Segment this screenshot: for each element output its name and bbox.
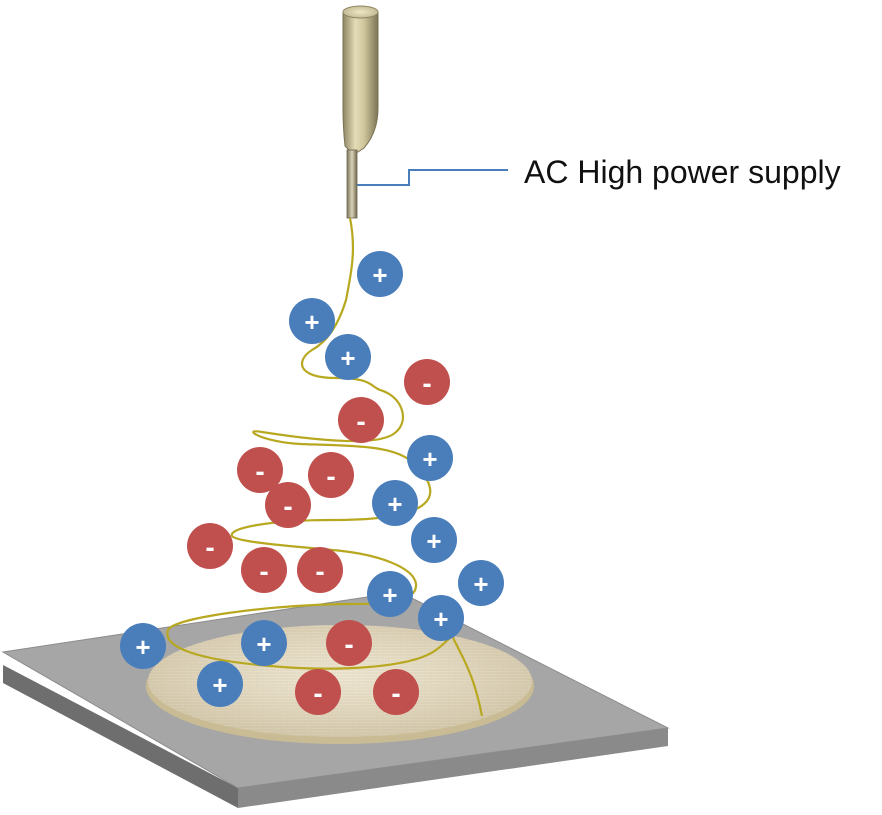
negative-ion: - bbox=[338, 397, 384, 443]
minus-sign: - bbox=[313, 678, 322, 709]
minus-sign: - bbox=[422, 368, 431, 399]
positive-ion-circle bbox=[372, 480, 418, 526]
minus-sign: - bbox=[259, 556, 268, 587]
negative-ion-circle bbox=[241, 547, 287, 593]
positive-ion-circle bbox=[120, 623, 166, 669]
positive-ion-circle bbox=[418, 595, 464, 641]
positive-ion-circle bbox=[325, 334, 371, 380]
plus-sign: + bbox=[387, 489, 402, 519]
negative-ion: - bbox=[404, 359, 450, 405]
negative-ion: - bbox=[265, 482, 311, 528]
ion-cloud: +++--+---+-+--+++++-+-- bbox=[120, 251, 504, 715]
positive-ion-circle bbox=[367, 571, 413, 617]
plus-sign: + bbox=[426, 526, 441, 556]
negative-ion-circle bbox=[237, 447, 283, 493]
minus-sign: - bbox=[255, 456, 264, 487]
negative-ion-circle bbox=[373, 669, 419, 715]
negative-ion-circle bbox=[297, 547, 343, 593]
plate-front-side bbox=[3, 665, 238, 808]
negative-ion: - bbox=[241, 547, 287, 593]
plus-sign: + bbox=[256, 629, 271, 659]
positive-ion-circle bbox=[411, 517, 457, 563]
negative-ion: - bbox=[187, 523, 233, 569]
minus-sign: - bbox=[356, 406, 365, 437]
needle-cap bbox=[342, 5, 379, 19]
spinneret-needle bbox=[342, 5, 379, 219]
positive-ion-circle bbox=[458, 560, 504, 606]
negative-ion: - bbox=[237, 447, 283, 493]
positive-ion: + bbox=[411, 517, 457, 563]
negative-ion: - bbox=[297, 547, 343, 593]
minus-sign: - bbox=[344, 629, 353, 660]
negative-ion: - bbox=[295, 669, 341, 715]
positive-ion-circle bbox=[289, 298, 335, 344]
plus-sign: + bbox=[433, 604, 448, 634]
plus-sign: + bbox=[340, 343, 355, 373]
minus-sign: - bbox=[205, 532, 214, 563]
positive-ion: + bbox=[241, 620, 287, 666]
plus-sign: + bbox=[135, 632, 150, 662]
negative-ion: - bbox=[308, 452, 354, 498]
positive-ion-circle bbox=[197, 661, 243, 707]
needle-tip bbox=[346, 149, 358, 219]
negative-ion: - bbox=[373, 669, 419, 715]
positive-ion-circle bbox=[241, 620, 287, 666]
positive-ion: + bbox=[120, 623, 166, 669]
positive-ion-circle bbox=[407, 435, 453, 481]
negative-ion-circle bbox=[326, 620, 372, 666]
positive-ion: + bbox=[458, 560, 504, 606]
plus-sign: + bbox=[212, 670, 227, 700]
positive-ion: + bbox=[418, 595, 464, 641]
plus-sign: + bbox=[473, 569, 488, 599]
power-supply-label: AC High power supply bbox=[524, 154, 841, 190]
negative-ion-circle bbox=[308, 452, 354, 498]
plus-sign: + bbox=[372, 260, 387, 290]
positive-ion: + bbox=[289, 298, 335, 344]
negative-ion-circle bbox=[338, 397, 384, 443]
negative-ion: - bbox=[326, 620, 372, 666]
positive-ion: + bbox=[325, 334, 371, 380]
minus-sign: - bbox=[391, 678, 400, 709]
positive-ion-circle bbox=[357, 251, 403, 297]
fiber-jet bbox=[166, 217, 484, 717]
positive-ion: + bbox=[367, 571, 413, 617]
negative-ion-circle bbox=[404, 359, 450, 405]
power-wire bbox=[357, 169, 508, 186]
positive-ion: + bbox=[197, 661, 243, 707]
positive-ion: + bbox=[407, 435, 453, 481]
plate-right-side bbox=[238, 728, 668, 808]
negative-ion-circle bbox=[295, 669, 341, 715]
minus-sign: - bbox=[326, 461, 335, 492]
plus-sign: + bbox=[382, 580, 397, 610]
negative-ion-circle bbox=[265, 482, 311, 528]
positive-ion: + bbox=[372, 480, 418, 526]
plus-sign: + bbox=[422, 444, 437, 474]
needle-body bbox=[342, 11, 379, 153]
minus-sign: - bbox=[315, 556, 324, 587]
plus-sign: + bbox=[304, 307, 319, 337]
negative-ion-circle bbox=[187, 523, 233, 569]
positive-ion: + bbox=[357, 251, 403, 297]
minus-sign: - bbox=[283, 491, 292, 522]
